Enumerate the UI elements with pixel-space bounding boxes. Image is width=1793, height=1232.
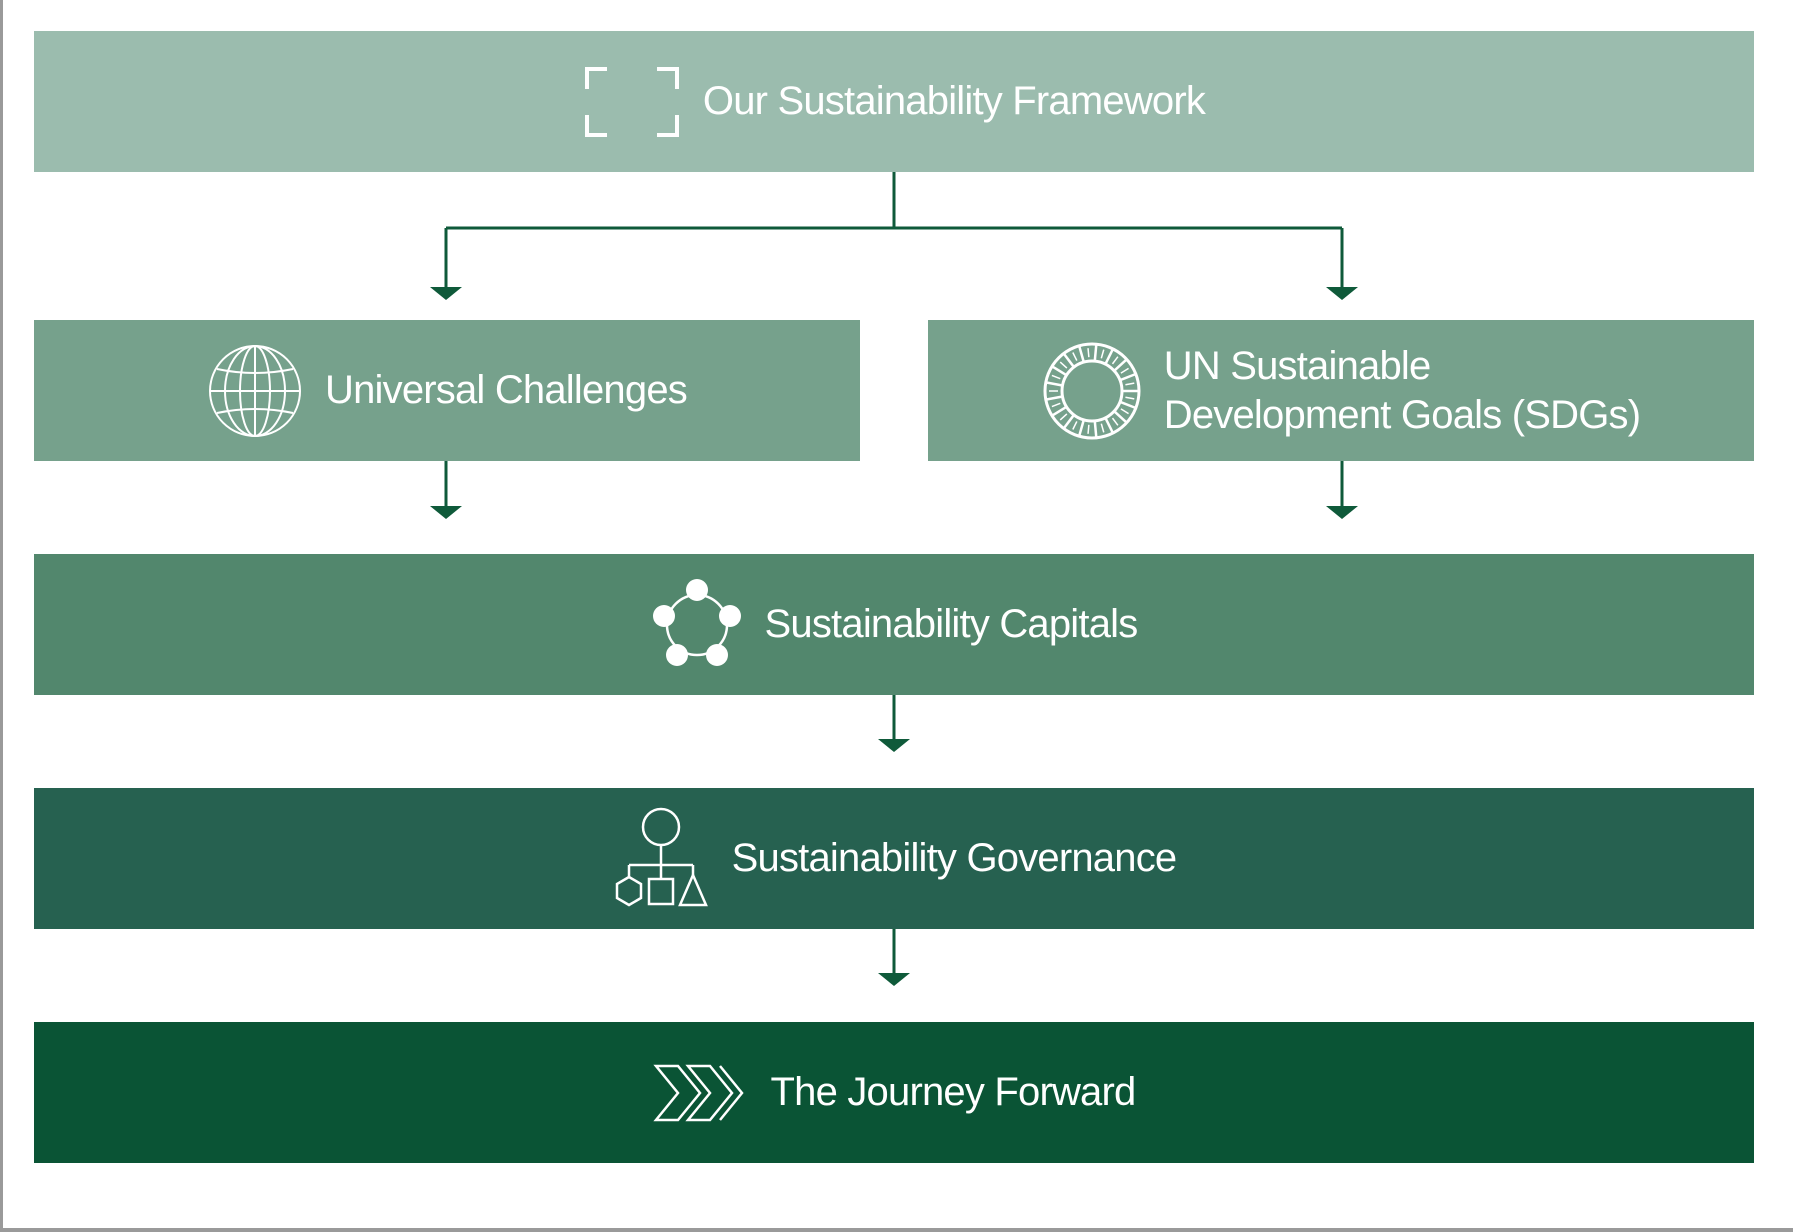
- sdg-wheel-spoke: [1045, 380, 1063, 387]
- org-chart-icon: [612, 807, 710, 911]
- node-universal-challenges-label: Universal Challenges: [325, 368, 688, 413]
- node-journey-forward: The Journey Forward: [34, 1022, 1754, 1163]
- arrowhead-sdgs-capitals: [1326, 506, 1358, 519]
- arrowhead-capitals-governance: [878, 739, 910, 752]
- sdg-wheel-spoke: [1093, 343, 1098, 361]
- sdg-wheel-segment-mark: [1120, 407, 1129, 414]
- node-un-sdgs-label-line1: UN Sustainable: [1163, 343, 1432, 388]
- arrowhead-governance-journey: [878, 973, 910, 986]
- node-un-sdgs: UN Sustainable Development Goals (SDGs): [928, 320, 1754, 461]
- sdg-wheel-spoke: [1113, 357, 1128, 372]
- node-un-sdgs-label: UN Sustainable Development Goals (SDGs): [1164, 342, 1641, 440]
- sdg-wheel-segment-mark: [1059, 360, 1068, 369]
- sdg-wheel-spoke: [1051, 405, 1067, 417]
- sdg-wheel-spoke: [1045, 394, 1063, 401]
- node-sustainability-governance-label: Sustainability Governance: [731, 836, 1178, 881]
- sdg-wheel-segment-mark: [1120, 367, 1129, 374]
- sdg-wheel-spoke: [1062, 413, 1075, 429]
- arrowhead-universal: [430, 287, 462, 300]
- sdg-wheel-spoke: [1077, 419, 1085, 437]
- sdg-wheel-segment-mark: [1111, 355, 1119, 364]
- sdg-wheel-icon: [1042, 341, 1142, 441]
- arrowhead-sdgs: [1326, 287, 1358, 300]
- sdg-wheel-segment-mark: [1071, 351, 1078, 361]
- sdg-wheel-segment-mark: [1059, 412, 1068, 421]
- sdg-wheel-spoke: [1103, 416, 1114, 434]
- sdg-wheel-segment-mark: [1087, 424, 1090, 434]
- sdg-wheel-segment-mark: [1051, 402, 1061, 407]
- sdg-wheel-spoke: [1119, 372, 1137, 381]
- sdg-wheel-spoke: [1093, 420, 1098, 438]
- node-journey-forward-label: The Journey Forward: [770, 1070, 1137, 1115]
- sdg-wheel-segment-mark: [1087, 347, 1090, 357]
- globe-icon: [207, 343, 303, 439]
- node-un-sdgs-label-line2: Development Goals (SDGs): [1163, 392, 1641, 437]
- bracket-frame-icon: [583, 65, 681, 139]
- node-sustainability-capitals-label: Sustainability Capitals: [764, 602, 1139, 647]
- arrowhead-universal-capitals: [430, 506, 462, 519]
- sdg-wheel-spoke: [1062, 352, 1075, 368]
- sdg-wheel-spoke: [1113, 409, 1128, 424]
- sdg-wheel-spoke: [1103, 347, 1114, 365]
- page-bottom-border: [0, 1228, 1793, 1232]
- sdg-wheel-spoke: [1077, 344, 1085, 362]
- node-sustainability-capitals: Sustainability Capitals: [34, 554, 1754, 695]
- node-framework-label: Our Sustainability Framework: [702, 79, 1206, 124]
- sdg-wheel-segment-mark: [1111, 417, 1119, 426]
- sdg-wheel-segment-mark: [1125, 381, 1135, 385]
- node-framework: Our Sustainability Framework: [34, 31, 1754, 172]
- sdg-wheel-segment-mark: [1071, 420, 1078, 430]
- sdg-wheel-segment-mark: [1100, 422, 1105, 433]
- chevrons-forward-icon: [652, 1063, 749, 1123]
- node-sustainability-governance: Sustainability Governance: [34, 788, 1754, 929]
- node-universal-challenges: Universal Challenges: [34, 320, 860, 461]
- sdg-wheel-spoke: [1051, 364, 1067, 376]
- sdg-wheel-segment-mark: [1051, 374, 1061, 379]
- sdg-wheel-segment-mark: [1100, 348, 1105, 359]
- sdg-wheel-spoke: [1119, 400, 1137, 409]
- network-circle-icon: [651, 578, 743, 671]
- sdg-wheel-segment-mark: [1125, 396, 1135, 400]
- page-left-border: [0, 0, 3, 1232]
